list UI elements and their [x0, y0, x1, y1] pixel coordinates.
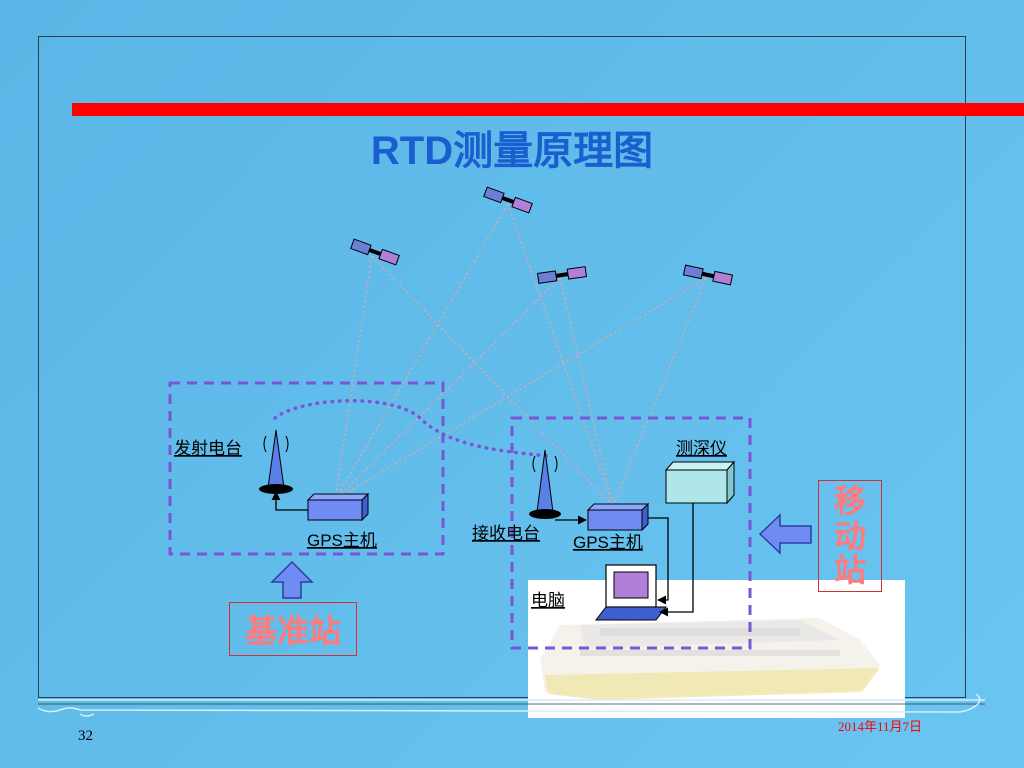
gps-host-mobile-box [586, 502, 650, 532]
base-station-label: 基准站 [229, 602, 357, 656]
decorative-scroll [37, 693, 985, 717]
receiver-label: 接收电台 [472, 524, 540, 544]
connectors [271, 491, 694, 617]
ship-image [528, 580, 905, 718]
base-station-region [168, 381, 445, 556]
satellite-icon [350, 238, 400, 266]
title-underline-bar [72, 103, 1024, 116]
mobile-station-char: 移 [833, 482, 866, 521]
mobile-station-region [510, 416, 752, 650]
antenna-icon [529, 449, 561, 519]
page-title: RTD测量原理图 [370, 129, 654, 173]
slide-frame [38, 36, 966, 698]
antenna-icon [259, 429, 293, 494]
slide-date: 2014年11月7日 [838, 719, 923, 734]
mobile-station-label: 移 动 站 [818, 480, 882, 592]
page-number: 32 [78, 728, 93, 744]
mobile-station-char: 动 [833, 516, 866, 555]
arrow-up-icon [270, 560, 314, 599]
satellite-icon [536, 266, 588, 284]
gps-host-base-label: GPS主机 [307, 531, 377, 550]
signal-lines [334, 203, 707, 507]
radio-link [273, 398, 550, 458]
depth-sounder-box [664, 460, 736, 505]
satellite-icon [682, 264, 734, 286]
arrow-left-icon [758, 513, 812, 555]
mobile-station-char: 站 [833, 551, 866, 590]
depth-sounder-label: 测深仪 [676, 439, 727, 459]
gps-host-mobile-label: GPS主机 [573, 533, 643, 552]
computer-icon [594, 564, 668, 621]
transmitter-label: 发射电台 [174, 439, 242, 459]
gps-host-base-box [306, 492, 370, 522]
satellite-icon [483, 186, 533, 214]
computer-label: 电脑 [531, 591, 565, 611]
